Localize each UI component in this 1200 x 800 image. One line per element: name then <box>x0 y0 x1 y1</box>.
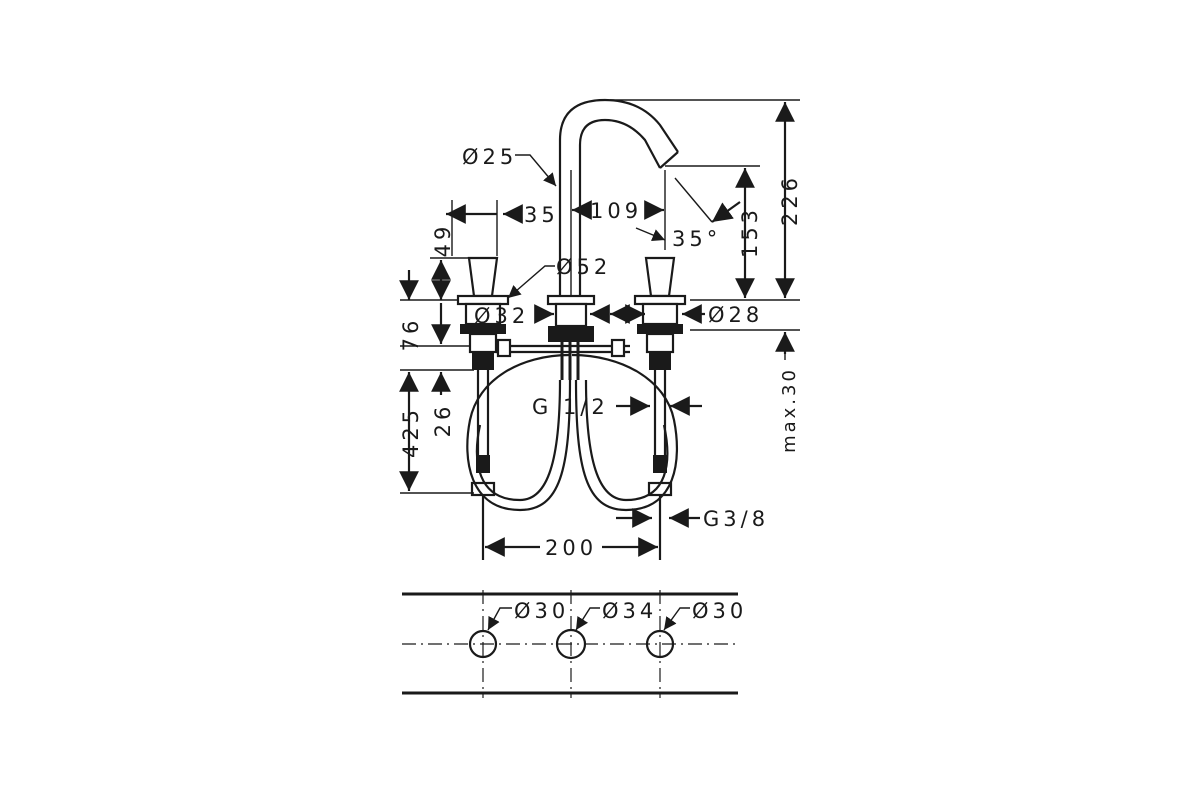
dim-angle-35: 35° <box>672 227 721 251</box>
dim-26: 26 <box>431 403 455 438</box>
dim-base-32: Ø32 <box>474 304 529 328</box>
dim-base-52: Ø52 <box>556 255 611 279</box>
dim-base-28: Ø28 <box>708 303 763 327</box>
dim-76: 76 <box>399 317 423 352</box>
dim-spacing-200: 200 <box>545 536 597 560</box>
hole-right <box>645 629 675 659</box>
hole-left <box>468 629 498 659</box>
dim-thread-g12: G 1/2 <box>532 395 609 419</box>
dim-35: 35 <box>524 203 559 227</box>
connection-hoses <box>466 338 679 560</box>
dim-spout-diameter: Ø25 <box>462 145 517 169</box>
dim-49: 49 <box>431 223 455 258</box>
dim-109: 109 <box>590 199 642 223</box>
dim-max-30: max.30 <box>779 367 800 453</box>
dim-153: 153 <box>738 206 762 258</box>
dim-226: 226 <box>778 174 802 226</box>
dim-425: 425 <box>399 406 423 458</box>
left-handle <box>456 256 510 370</box>
hole-right-label: Ø30 <box>692 599 747 623</box>
hole-center <box>555 628 587 660</box>
right-handle <box>633 256 687 370</box>
hole-plan: Ø30 Ø34 Ø30 <box>402 590 747 698</box>
hole-center-label: Ø34 <box>602 599 657 623</box>
spout <box>558 98 679 298</box>
dim-thread-g38: G3/8 <box>703 507 769 531</box>
hole-left-label: Ø30 <box>514 599 569 623</box>
center-base <box>546 294 596 380</box>
